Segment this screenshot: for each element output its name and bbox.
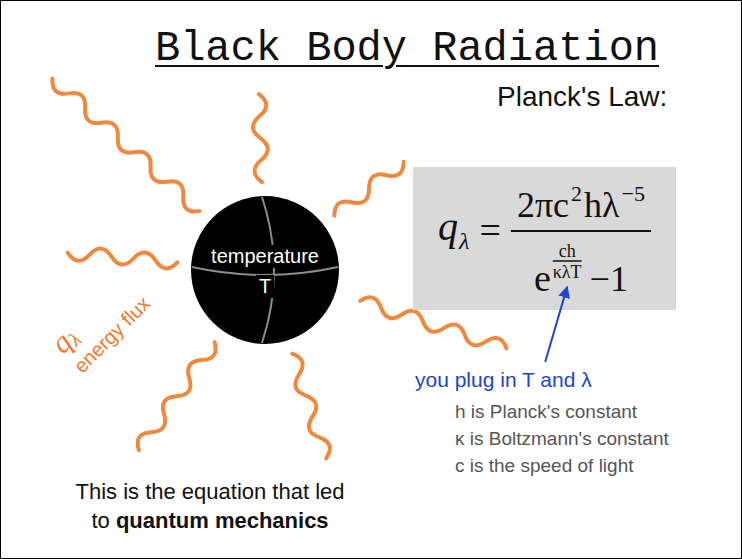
sphere-symbol: T: [256, 275, 274, 298]
label-line: κ is Boltzmann's constant: [455, 428, 669, 450]
wave-line: [133, 338, 220, 454]
constant-note: κ is Boltzmann's constant: [455, 428, 669, 450]
text-holder: temperature: [208, 245, 322, 268]
sphere-body: [191, 196, 339, 344]
conclusion-note: This is the equation that led toquantum …: [66, 478, 354, 535]
formula-superscript: 2: [571, 183, 582, 205]
text-holder: hλ: [584, 187, 619, 223]
wave-line: [67, 246, 178, 270]
formula-exponent: κλT: [553, 263, 582, 281]
sphere-equator: [192, 267, 338, 275]
diagram-title: Black Body Radiation: [155, 24, 659, 74]
formula-superscript: −5: [622, 183, 645, 205]
fraction-bar: [553, 260, 582, 262]
text-holder: −5: [622, 183, 645, 205]
text-holder: 2πc: [517, 187, 569, 223]
law-heading: Planck's Law:: [497, 83, 667, 111]
constant-note: c is the speed of light: [455, 455, 634, 476]
flux-label: qλenergy flux: [44, 267, 155, 378]
text-holder: ch: [559, 242, 576, 260]
formula-exponent: ch: [559, 242, 576, 260]
sphere-meridian: [262, 197, 274, 343]
formula-term: −1: [590, 261, 628, 297]
formula-term: hλ: [584, 187, 619, 223]
text-holder: 2: [571, 183, 582, 205]
planck-law-box: Planck's Law:qλ=2πc2hλ−5echκλT−1: [413, 167, 676, 310]
formula-panel: [413, 167, 676, 310]
text-holder: =: [479, 211, 500, 249]
flux-caption: energy flux: [70, 292, 155, 377]
constant-note: c is the speed of light: [455, 455, 634, 477]
wave-line: [286, 352, 333, 461]
text-holder: e: [534, 259, 551, 297]
label-line: energy flux: [70, 292, 155, 377]
formula-subscript: λ: [459, 229, 469, 253]
conclusion-emphasis: quantum mechanics: [116, 508, 329, 533]
constant-note: κ is Boltzmann's constant: [455, 428, 669, 449]
title-holder: Black Body Radiation: [155, 24, 659, 74]
sphere-label: temperature: [208, 245, 322, 268]
label-line: h is Planck's constant: [455, 401, 637, 423]
text-holder: λ: [459, 229, 469, 253]
text-holder: κλT: [553, 263, 582, 281]
wave-line: [330, 156, 408, 221]
formula-term: e: [534, 259, 551, 297]
label-line: This is the equation that led toquantum …: [66, 478, 354, 535]
constant-note: h is Planck's constant: [455, 401, 637, 423]
wave-line: [48, 73, 205, 216]
pointer-arrow: [545, 287, 567, 362]
formula-term: 2πc: [517, 187, 569, 223]
formula-symbol: q: [438, 207, 458, 247]
fraction-bar: [511, 230, 651, 232]
formula-operator: =: [479, 211, 500, 249]
constant-note: h is Planck's constant: [455, 401, 637, 422]
text-holder: T: [256, 275, 274, 298]
label-line: you plug in T and λ: [415, 368, 592, 392]
plug-note: you plug in T and λ: [415, 368, 592, 391]
wave-line: [252, 94, 269, 182]
plug-note: you plug in T and λ: [415, 368, 592, 392]
sphere-outline: [190, 195, 340, 345]
temperature-sphere: temperatureT: [190, 195, 340, 345]
text-holder: q: [438, 207, 458, 247]
label-line: c is the speed of light: [455, 455, 634, 477]
text-holder: Planck's Law:: [497, 83, 667, 111]
text-holder: −1: [590, 261, 628, 297]
